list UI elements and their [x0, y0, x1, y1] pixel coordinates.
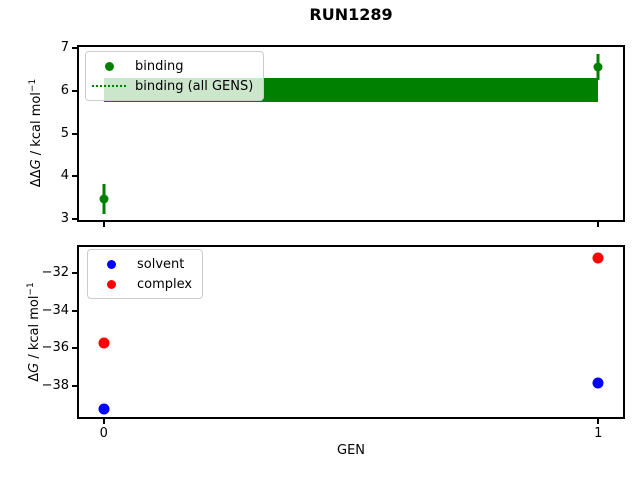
legend-label-binding-all-gens: binding (all GENS): [135, 78, 254, 94]
x-tick-mark: [597, 222, 600, 227]
y-tick-mark: [72, 218, 77, 221]
y-tick-label: −34: [41, 302, 69, 318]
y-tick-label: −38: [41, 378, 69, 393]
y-tick-label: 3: [60, 211, 69, 227]
legend-entry-binding: binding: [91, 56, 253, 76]
legend-entry-complex: complex: [93, 274, 192, 294]
binding-point: [593, 62, 603, 72]
legend-label-solvent: solvent: [137, 256, 185, 272]
y-tick-label: −36: [41, 340, 69, 356]
complex-point: [592, 252, 604, 264]
x-tick-mark: [102, 419, 105, 424]
y-tick-label: 4: [60, 168, 69, 184]
x-tick-mark: [597, 419, 600, 424]
ylabel-units: / kcal mol: [27, 295, 43, 363]
legend-bottom: solvent complex: [87, 249, 204, 299]
x-tick-label: 0: [99, 426, 108, 441]
complex-point: [98, 337, 110, 349]
legend-marker-col: [93, 279, 129, 289]
legend-marker-col: [91, 85, 127, 87]
binding-dot-icon: [104, 61, 114, 71]
legend-marker-col: [91, 61, 127, 71]
y-tick-label: −32: [41, 265, 69, 281]
y-tick-mark: [72, 385, 77, 387]
legend-top: binding binding (all GENS): [85, 51, 265, 101]
legend-entry-binding-all-gens: binding (all GENS): [91, 76, 253, 96]
delta-symbol: Δ: [27, 372, 43, 382]
y-tick-mark: [72, 132, 77, 135]
g-symbol: G: [27, 362, 43, 373]
y-tick-mark: [72, 46, 77, 49]
y-tick-label: 5: [60, 125, 69, 141]
complex-dot-icon: [106, 279, 116, 289]
g-symbol: G: [29, 159, 45, 170]
x-tick-label: 1: [594, 426, 603, 441]
binding-point: [99, 194, 109, 204]
ylabel-exponent: −1: [27, 78, 38, 93]
ylabel-units: / kcal mol: [29, 92, 45, 160]
ylabel-exponent: −1: [25, 282, 36, 296]
x-tick-mark: [102, 222, 105, 227]
legend-label-binding: binding: [135, 58, 184, 74]
solvent-point: [592, 377, 604, 389]
solvent-dot-icon: [106, 259, 116, 269]
y-tick-mark: [72, 309, 77, 312]
y-tick-mark: [72, 89, 77, 92]
delta-delta-symbol: ΔΔ: [29, 169, 45, 188]
dotted-line-icon: [92, 85, 126, 87]
y-tick-mark: [72, 175, 77, 178]
legend-marker-col: [93, 259, 129, 269]
x-axis-label: GEN: [336, 443, 366, 458]
legend-label-complex: complex: [137, 276, 193, 292]
y-axis-label-top: ΔΔG / kcal mol−1: [28, 79, 44, 187]
y-tick-label: 6: [60, 82, 69, 98]
y-tick-label: 7: [60, 39, 69, 55]
legend-entry-solvent: solvent: [93, 254, 192, 274]
y-tick-mark: [72, 347, 77, 350]
axes-bottom-dg: solvent complex GEN −32 −34 −36 −38 0 1: [42, 245, 625, 458]
y-tick-mark: [72, 272, 77, 275]
plot-title: RUN1289: [309, 5, 393, 24]
axes-top-binding: binding binding (all GENS) 7 6 5 4 3: [61, 40, 625, 227]
solvent-point: [98, 403, 110, 415]
y-axis-label-bottom: ΔG / kcal mol−1: [26, 282, 42, 382]
